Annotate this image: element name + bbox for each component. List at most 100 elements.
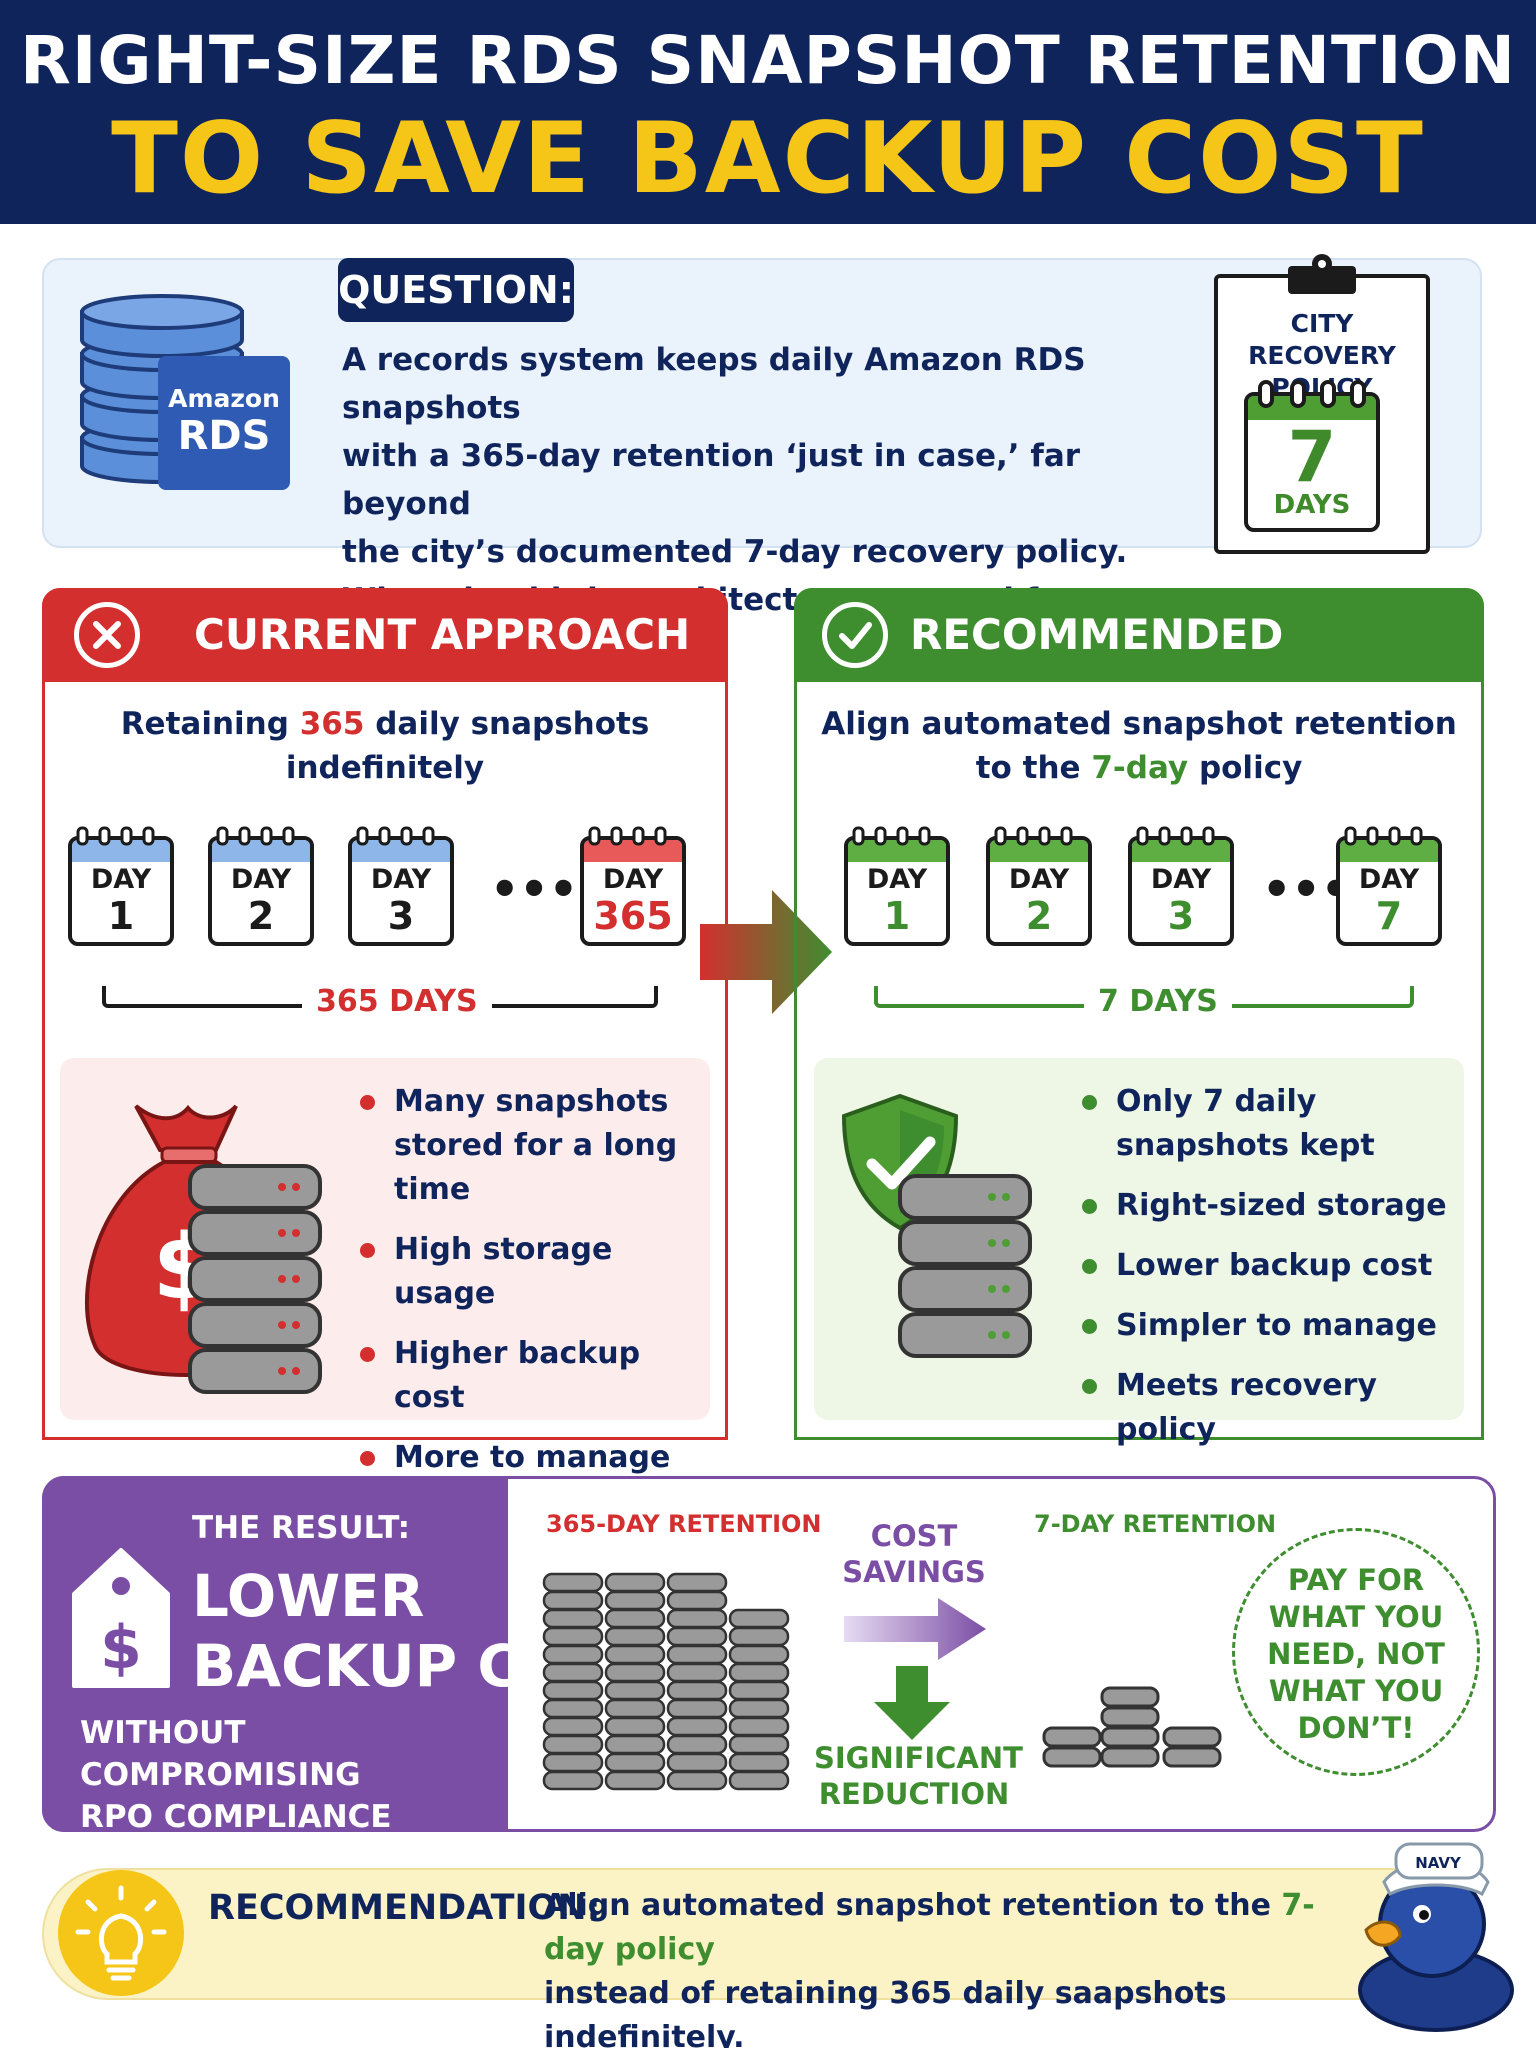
disk-icon — [604, 1752, 666, 1773]
svg-text:$: $ — [100, 1613, 142, 1683]
question-line: A records system keeps daily Amazon RDS … — [342, 342, 1086, 426]
large-disk-stacks-icon — [542, 1572, 790, 1791]
rds-badge-small: Amazon — [168, 384, 280, 413]
clipboard-clip-icon — [1288, 254, 1356, 294]
disk-icon — [728, 1626, 790, 1647]
x-circle-icon — [74, 602, 140, 668]
server-stack-icon — [898, 1174, 1032, 1358]
disk-icon — [728, 1662, 790, 1683]
recommended-subtitle: Align automated snapshot retention to th… — [814, 702, 1464, 790]
disk-icon — [604, 1590, 666, 1611]
price-tag-icon: $ — [72, 1548, 170, 1688]
reduction-line1: SIGNIFICANT — [814, 1741, 1023, 1775]
calendar-rings-icon — [852, 826, 1423, 846]
small-disk-stacks-icon — [1042, 1686, 1222, 1768]
result-subline-2: RPO COMPLIANCE — [80, 1799, 392, 1835]
recommended-bullets: Only 7 daily snapshots kept Right-sized … — [1082, 1080, 1462, 1452]
disk-icon — [728, 1716, 790, 1737]
amazon-rds-badge: Amazon RDS — [158, 356, 290, 490]
disk-icon — [666, 1770, 728, 1791]
disk-icon — [728, 1752, 790, 1773]
current-sub-post: daily snapshots — [364, 706, 650, 742]
recommendation-text: Align automated snapshot retention to th… — [544, 1884, 1324, 2048]
calendar-rings-icon — [1258, 380, 1366, 408]
disk-icon — [604, 1572, 666, 1593]
disk-icon — [728, 1698, 790, 1719]
page-title-line2: TO SAVE BACKUP COST — [111, 102, 1425, 216]
check-circle-icon — [822, 602, 888, 668]
current-bullets: Many snapshots stored for a long time Hi… — [360, 1080, 700, 1480]
disk-icon — [604, 1644, 666, 1665]
list-item: Only 7 daily snapshots kept — [1082, 1080, 1462, 1168]
disk-icon — [542, 1734, 604, 1755]
disk-icon — [542, 1644, 604, 1665]
recommendation-label: RECOMMENDATION: — [208, 1888, 601, 1928]
list-item: Meets recovery policy — [1082, 1364, 1462, 1452]
transition-arrow-icon — [700, 890, 832, 1014]
disk-icon — [604, 1608, 666, 1629]
disk-icon — [604, 1626, 666, 1647]
disk-icon — [542, 1716, 604, 1737]
mascot-cap-text: NAVY — [1415, 1854, 1462, 1872]
reduction-line2: REDUCTION — [818, 1777, 1010, 1811]
result-subline: WITHOUT COMPROMISING RPO COMPLIANCE — [80, 1712, 490, 1838]
stamp-text: PAY FOR WHAT YOU NEED, NOT WHAT YOU DON’… — [1232, 1562, 1480, 1747]
disk-icon — [604, 1770, 666, 1791]
current-sub-number: 365 — [299, 706, 365, 742]
recommended-sub-post: policy — [1188, 750, 1303, 786]
disk-icon — [542, 1752, 604, 1773]
disk-icon — [542, 1608, 604, 1629]
recommended-sub-highlight: 7-day — [1091, 750, 1189, 786]
stamp-line: WHAT YOU — [1268, 1600, 1444, 1634]
significant-reduction-label: SIGNIFICANT REDUCTION — [814, 1740, 1023, 1812]
disk-icon — [728, 1680, 790, 1701]
result-headline-line1: LOWER — [192, 1562, 425, 1630]
list-item: High storage usage — [360, 1228, 700, 1316]
recommendation-banner — [42, 1868, 1482, 2000]
ellipsis: ••• — [1262, 862, 1351, 916]
current-sub-pre: Retaining — [120, 706, 300, 742]
stamp-line: NEED, NOT — [1267, 1637, 1445, 1671]
disk-icon — [542, 1680, 604, 1701]
disk-icon — [542, 1572, 604, 1593]
calendar-icon — [580, 836, 686, 946]
question-line: the city’s documented 7-day recovery pol… — [342, 534, 1128, 570]
calendar-icon — [1336, 836, 1442, 946]
calendar-icon — [986, 836, 1092, 946]
cost-savings-line2: SAVINGS — [842, 1555, 986, 1589]
stamp-line: PAY FOR — [1287, 1563, 1425, 1597]
recommended-span-label: 7 DAYS — [1084, 984, 1232, 1019]
current-approach-header — [42, 588, 728, 682]
list-item: Lower backup cost — [1082, 1244, 1462, 1288]
recommended-sub-pre: to the — [975, 750, 1092, 786]
stamp-line: WHAT YOU — [1268, 1674, 1444, 1708]
lightbulb-icon — [58, 1870, 184, 1996]
cost-savings-line1: COST — [870, 1519, 958, 1553]
disk-icon — [666, 1590, 728, 1611]
down-arrow-icon — [874, 1666, 950, 1740]
disk-icon — [666, 1680, 728, 1701]
disk-icon — [542, 1590, 604, 1611]
disk-icon — [604, 1680, 666, 1701]
navy-duck-mascot-icon: NAVY — [1358, 1842, 1514, 2032]
calendar-icon — [348, 836, 454, 946]
current-approach-title: CURRENT APPROACH — [194, 610, 691, 659]
page-title-line1: RIGHT-SIZE RDS SNAPSHOT RETENTION — [20, 22, 1516, 99]
disk-icon — [542, 1698, 604, 1719]
current-sub-line2: indefinitely — [285, 750, 485, 786]
result-subline-1: WITHOUT COMPROMISING — [80, 1715, 361, 1793]
calendar-icon — [844, 836, 950, 946]
ellipsis: ••• — [490, 862, 579, 916]
recommendation-highlight: 7-day policy — [544, 1888, 1315, 1967]
disk-icon — [728, 1770, 790, 1791]
list-item: Right-sized storage — [1082, 1184, 1462, 1228]
policy-days-unit: DAYS — [1273, 490, 1351, 520]
disk-icon — [666, 1698, 728, 1719]
current-subtitle: Retaining 365 daily snapshots indefinite… — [60, 702, 710, 790]
disk-icon — [728, 1644, 790, 1665]
